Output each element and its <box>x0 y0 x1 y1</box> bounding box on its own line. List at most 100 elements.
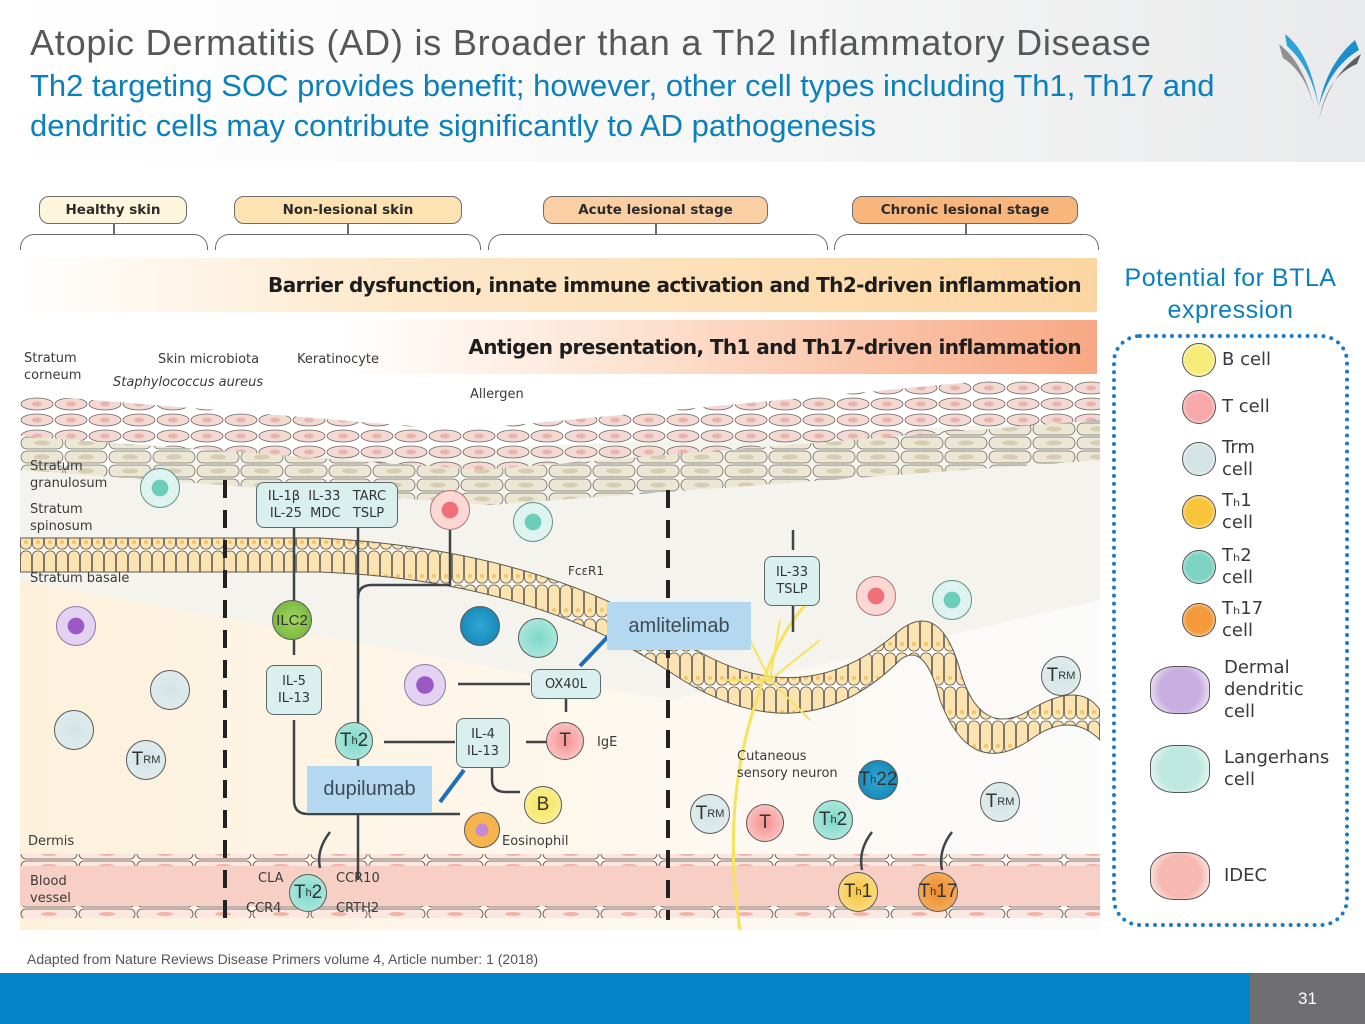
footer-bar <box>0 973 1250 1024</box>
legend-label: IDEC <box>1224 865 1268 886</box>
th2-num: 2 <box>836 809 848 830</box>
cytokine-box-il33-tslp: IL-33 TSLP <box>764 556 820 606</box>
th1-sub: h <box>855 886 862 898</box>
label-keratinocyte: Keratinocyte <box>297 352 380 367</box>
ilc2-cell: ILC2 <box>272 600 312 640</box>
label-allergen: Allergen <box>470 387 524 402</box>
trm-cell-label: T <box>985 791 998 812</box>
label-skin-microbiota: Skin microbiota <box>158 352 260 367</box>
slide-title: Atopic Dermatitis (AD) is Broader than a… <box>30 22 1152 63</box>
stage-acute-lesional: Acute lesional stage <box>543 196 768 224</box>
banner-th2-inflammation: Barrier dysfunction, innate immune activ… <box>20 258 1097 312</box>
legend-cell-icon <box>1182 550 1216 584</box>
stage-bracket <box>488 234 828 250</box>
legend-cell-icon <box>1150 852 1210 900</box>
legend-label: Tₕ2 cell <box>1222 545 1253 588</box>
source-citation: Adapted from Nature Reviews Disease Prim… <box>27 951 539 967</box>
cytokine-box-il4-il13: IL-4 IL-13 <box>456 718 510 768</box>
eosinophil-cell-icon <box>464 812 500 848</box>
legend-item: Trm cell <box>1182 437 1255 481</box>
label-ige: IgE <box>597 735 618 750</box>
dermal-dendritic-cell-icon <box>404 664 446 706</box>
stage-non-lesional-skin: Non-lesional skin <box>234 196 462 224</box>
dermal-dendritic-cell-icon <box>56 606 96 646</box>
trm-cell-label: T <box>1046 665 1059 686</box>
th2-label: T <box>818 809 831 830</box>
lymphocyte-cell-icon <box>460 606 500 646</box>
legend-label: Trm cell <box>1222 437 1255 480</box>
cytokine-box-ox40l: OX40L <box>531 669 601 699</box>
th1-num: 1 <box>861 881 873 902</box>
stage-connector <box>347 224 349 235</box>
legend-box <box>1112 334 1349 927</box>
trm-cell-sub: RM <box>997 796 1015 808</box>
legend-item: Tₕ2 cell <box>1182 545 1253 589</box>
stage-connector <box>965 224 967 235</box>
label-dermis: Dermis <box>28 834 75 849</box>
stage-chronic-lesional: Chronic lesional stage <box>852 196 1078 224</box>
stage-bracket <box>215 234 481 250</box>
th17-sub: h <box>930 886 937 898</box>
legend-cell-icon <box>1150 745 1210 793</box>
receptor-crth2: CRTH2 <box>336 901 380 916</box>
label-stratum-basale: Stratum basale <box>30 571 130 586</box>
th22-label: T <box>858 769 871 790</box>
trm-cell-label: T <box>131 749 144 770</box>
receptor-ccr4: CCR4 <box>246 901 282 916</box>
idec-cell-icon <box>430 490 470 530</box>
trm-cell-label: T <box>695 803 708 824</box>
slide-header: Atopic Dermatitis (AD) is Broader than a… <box>0 0 1365 162</box>
trm-cell-sub: RM <box>707 808 725 820</box>
stage-connector <box>655 224 657 235</box>
legend-cell-icon <box>1150 666 1210 714</box>
resting-cell-icon <box>54 710 94 750</box>
legend-label: Tₕ1 cell <box>1222 490 1253 533</box>
legend-cell-icon <box>1182 495 1216 529</box>
legend-label: Dermal dendritic cell <box>1224 657 1304 722</box>
th2-label: T <box>293 882 306 903</box>
th2-sub: h <box>351 735 358 747</box>
th2-sub: h <box>830 814 837 826</box>
label-eosinophil: Eosinophil <box>502 834 569 849</box>
drug-label-dupilumab: dupilumab <box>307 766 432 813</box>
legend-label: Tₕ17 cell <box>1222 598 1264 641</box>
th22-sub: h <box>870 774 877 786</box>
th2-num: 2 <box>357 730 369 751</box>
legend-item: B cell <box>1182 343 1271 377</box>
receptor-ccr10: CCR10 <box>336 871 380 886</box>
label-stratum-corneum: Stratum corneum <box>24 351 82 383</box>
th2-label: T <box>339 730 352 751</box>
label-fceri: FcεR1 <box>568 564 604 578</box>
lymphocyte-cell-icon <box>518 618 558 658</box>
stage-bracket <box>834 234 1099 250</box>
page-number: 31 <box>1250 973 1365 1024</box>
langerhans-cell-icon <box>513 502 553 542</box>
legend-item: Langerhans cell <box>1150 745 1329 793</box>
label-staphylococcus-aureus: Staphylococcus aureus <box>113 375 264 390</box>
stage-healthy-skin: Healthy skin <box>39 196 187 224</box>
legend-item: T cell <box>1182 390 1270 424</box>
legend-cell-icon <box>1182 390 1216 424</box>
legend-item: IDEC <box>1150 852 1267 900</box>
th1-label: T <box>843 881 856 902</box>
stage-bracket <box>20 234 208 250</box>
receptor-cla: CLA <box>258 871 284 886</box>
trm-cell-sub: RM <box>1058 670 1076 682</box>
legend-item: Tₕ17 cell <box>1182 598 1263 642</box>
legend-cell-icon <box>1182 603 1216 637</box>
slide-subtitle: Th2 targeting SOC provides benefit; howe… <box>30 68 1215 143</box>
ad-pathogenesis-figure: Healthy skin Non-lesional skin Acute les… <box>10 190 1105 935</box>
legend-label: T cell <box>1222 396 1270 417</box>
th2-sub: h <box>305 887 312 899</box>
label-stratum-granulosum: Stratum granulosum <box>30 459 108 491</box>
label-cutaneous-sensory-neuron: Cutaneous sensory neuron <box>737 749 838 781</box>
t-cell: T <box>546 722 584 760</box>
